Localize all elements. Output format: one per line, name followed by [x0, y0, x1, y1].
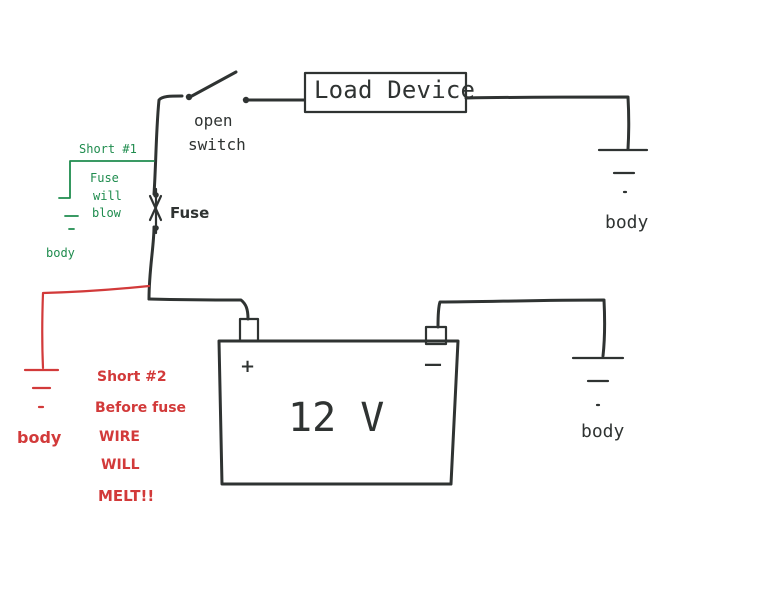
short-1-line-2: will [93, 189, 122, 203]
open-label: open [194, 111, 233, 130]
switch-contact-left [185, 93, 193, 101]
load-return-wire [464, 95, 631, 151]
short-1-wire [58, 160, 155, 199]
short-2-ground [23, 368, 60, 409]
short-1-line-3: blow [92, 206, 121, 220]
body-label-bottom-right: body [581, 421, 625, 442]
positive-wire [147, 94, 184, 301]
battery-voltage-label: 12 V [288, 395, 385, 441]
fuse-label: Fuse [170, 204, 210, 222]
short-1-title: Short #1 [79, 142, 137, 156]
short-2-line-4: MELT!! [98, 487, 155, 505]
switch-contact-right [242, 96, 250, 104]
battery-box [217, 339, 460, 486]
short-2-wire [41, 284, 151, 370]
switch-blade [188, 70, 238, 99]
fuse-bottom-dot [153, 225, 159, 231]
short-1-body-label: body [46, 246, 75, 260]
switch-label: switch [188, 135, 246, 154]
body-label-top-right: body [605, 212, 649, 233]
battery-minus-label: — [424, 354, 442, 375]
battery-positive-wire [147, 297, 250, 321]
battery-plus-label: + [240, 356, 256, 377]
ground-top-right [597, 148, 649, 194]
short-2-body-label: body [17, 428, 62, 447]
battery-negative-terminal [424, 325, 448, 346]
load-device-label: Load Device [314, 76, 476, 104]
battery-positive-terminal [238, 317, 260, 343]
short-2-line-1: Before fuse [95, 400, 187, 416]
battery-negative-wire [436, 298, 607, 358]
short-2-line-2: WIRE [99, 429, 140, 445]
fuse-top-dot [153, 192, 159, 198]
load-device-box [303, 71, 468, 114]
short-2-line-3: WILL [101, 457, 140, 473]
short-1-line-1: Fuse [90, 171, 119, 185]
short-1-ground [64, 215, 79, 230]
ground-bottom-right [571, 356, 625, 407]
short-2-title: Short #2 [97, 369, 167, 385]
